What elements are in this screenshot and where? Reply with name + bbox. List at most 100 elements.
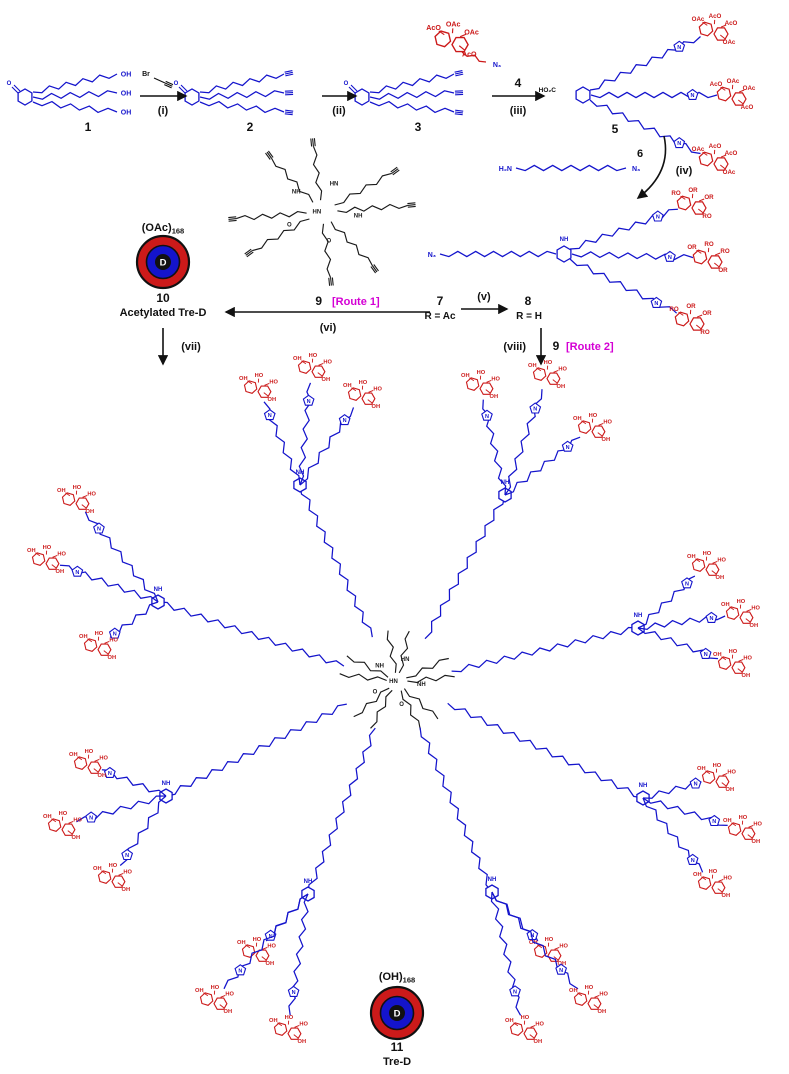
svg-text:OH: OH — [93, 866, 102, 872]
chain — [199, 100, 285, 114]
svg-text:HO: HO — [739, 815, 748, 821]
svg-text:O: O — [174, 81, 179, 87]
svg-text:OH: OH — [713, 652, 722, 658]
svg-text:HO: HO — [309, 353, 318, 359]
svg-text:RO: RO — [700, 329, 709, 336]
core-branch — [334, 172, 392, 206]
svg-text:HO: HO — [491, 377, 500, 383]
alkyne-glyph — [285, 109, 294, 112]
chain — [32, 73, 118, 94]
svg-text:AcO: AcO — [741, 104, 754, 111]
triazole-ring: N — [234, 964, 247, 976]
svg-text:N: N — [292, 990, 296, 996]
benzene-ring — [354, 88, 370, 106]
arrow-step-iv — [636, 135, 667, 199]
svg-text:OH: OH — [121, 110, 132, 117]
svg-text:HN: HN — [401, 657, 410, 663]
svg-text:HO: HO — [703, 551, 712, 557]
svg-text:OAc: OAc — [692, 16, 705, 23]
svg-text:HO: HO — [545, 937, 554, 943]
svg-text:N: N — [513, 989, 517, 995]
svg-text:OH: OH — [266, 961, 275, 967]
svg-text:N: N — [677, 141, 681, 147]
svg-text:HO: HO — [43, 545, 52, 551]
compound-10-formula: (OAc)168 — [142, 222, 184, 236]
svg-text:HO: HO — [359, 380, 368, 386]
compound-9-label: 9 — [315, 294, 322, 308]
chain — [32, 100, 118, 114]
svg-text:NH: NH — [488, 877, 497, 883]
svg-text:NH: NH — [154, 587, 163, 593]
svg-text:OH: OH — [98, 773, 107, 779]
svg-text:N: N — [113, 632, 117, 638]
svg-text:HO: HO — [225, 992, 234, 998]
triazole-ring: N — [708, 814, 721, 827]
chain — [515, 164, 627, 172]
svg-text:OH: OH — [268, 397, 277, 403]
svg-text:HO: HO — [729, 649, 738, 655]
triazole-ring: N — [686, 853, 699, 865]
svg-text:HO: HO — [743, 656, 752, 662]
chain — [369, 90, 455, 100]
svg-text:N: N — [533, 407, 537, 413]
svg-text:NH: NH — [162, 781, 171, 787]
svg-text:HO₂C: HO₂C — [539, 87, 557, 94]
svg-text:HO: HO — [521, 1015, 530, 1021]
triazole-ring: N — [338, 414, 351, 426]
step-vii-label: (vii) — [181, 341, 201, 353]
svg-text:OH: OH — [693, 872, 702, 878]
triazole-ring: N — [71, 565, 84, 577]
core-branch — [236, 210, 307, 221]
svg-text:AcO: AcO — [426, 24, 441, 32]
svg-text:OAc: OAc — [727, 78, 740, 85]
triazole-ring: N — [664, 250, 676, 262]
chain — [32, 90, 118, 100]
compound-2-structure: O — [174, 70, 294, 116]
svg-text:Br: Br — [142, 71, 150, 78]
svg-text:OH: OH — [57, 488, 66, 494]
svg-text:N₃: N₃ — [428, 252, 436, 259]
compound-1-label: 1 — [85, 120, 92, 134]
svg-text:HO: HO — [323, 360, 332, 366]
alkyne-glyph — [284, 71, 293, 75]
chain — [288, 893, 309, 1016]
svg-text:D: D — [394, 1008, 401, 1019]
dendrimer-emblem: D — [369, 985, 425, 1041]
triazole-ring: N — [650, 296, 663, 308]
svg-text:OH: OH — [687, 554, 696, 560]
svg-text:OH: OH — [122, 887, 131, 893]
chain — [447, 702, 644, 799]
svg-text:N: N — [108, 771, 112, 777]
alkyne-glyph — [164, 84, 172, 89]
svg-text:RO: RO — [702, 213, 711, 220]
svg-text:N: N — [677, 45, 681, 51]
svg-text:HO: HO — [253, 937, 262, 943]
alkyne-glyph — [407, 204, 416, 206]
svg-text:N: N — [694, 782, 698, 788]
svg-text:N: N — [691, 93, 695, 99]
triazole-ring: N — [529, 402, 542, 414]
chain — [369, 73, 455, 94]
chain — [461, 51, 487, 63]
chain — [439, 250, 557, 258]
chain — [165, 703, 347, 797]
svg-text:OH: OH — [269, 1018, 278, 1024]
svg-text:OH: OH — [750, 623, 759, 629]
alkyne-glyph — [244, 248, 252, 255]
svg-text:N₃: N₃ — [493, 62, 501, 69]
svg-text:N: N — [485, 414, 489, 420]
alkyne-glyph — [454, 71, 463, 75]
